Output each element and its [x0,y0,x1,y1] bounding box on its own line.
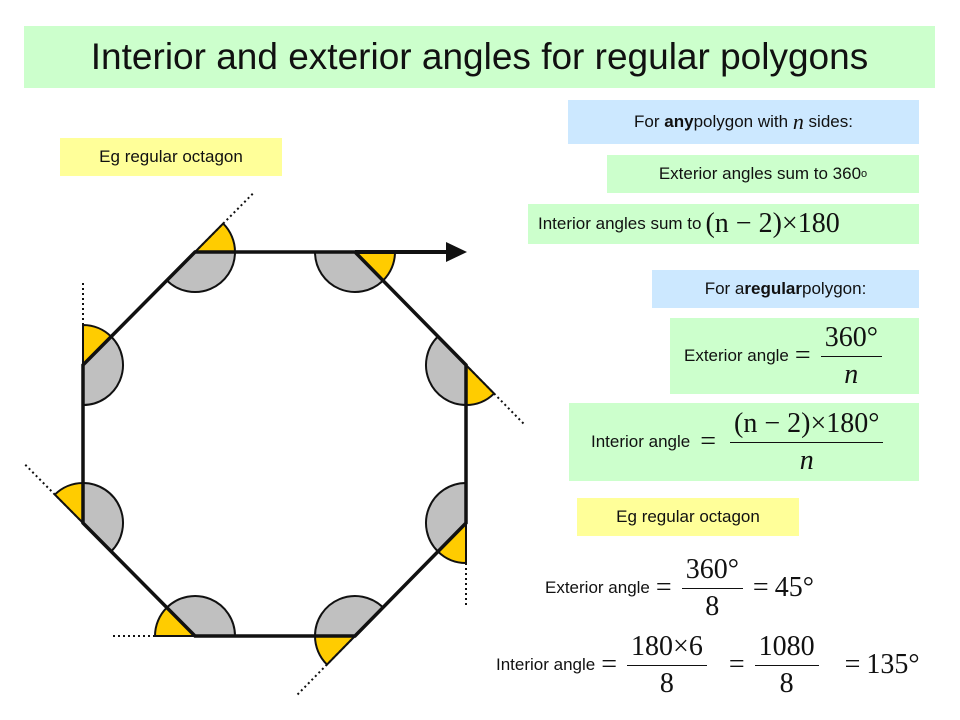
page-title: Interior and exterior angles for regular… [24,26,935,88]
example-interior-fraction2: 1080 8 [754,631,819,700]
interior-sum-formula: (n − 2)×180 [705,208,840,239]
regular-polygon-box: For a regular polygon: [652,270,919,308]
interior-angle-wedge [82,481,124,553]
example-exterior-label: Exterior angle [545,578,650,597]
example-interior-num1: 180×6 [627,631,707,666]
interior-formula-denominator: n [799,444,814,476]
example-label: Eg regular octagon [60,138,282,176]
side-extension-dotted [24,464,84,524]
regular-polygon-bold: regular [744,279,803,298]
example-interior-den2: 8 [779,667,794,699]
example-interior-fraction1: 180×6 8 [627,631,707,700]
example-interior-label: Interior angle [496,655,596,674]
side-extension-dotted [296,635,356,696]
any-polygon-prefix: For [634,112,660,131]
example-interior-result: 135° [866,649,920,680]
side-extension-dotted [465,364,525,425]
interior-angle-wedge [425,481,467,553]
exterior-angle-wedge [192,222,237,253]
exterior-formula-numerator: 360° [820,322,882,357]
any-polygon-middle: polygon with [693,112,789,131]
example-exterior-eq2: = [752,572,769,603]
example-interior-den1: 8 [659,667,674,699]
any-polygon-box: For any polygon with n sides: [568,100,919,144]
exterior-formula-eq: = [794,340,811,371]
example-exterior-result: 45° [774,572,814,603]
side-extension-dotted [194,193,254,253]
example-interior-eq2: = [728,649,745,680]
interior-angle-wedge [82,335,124,407]
example-exterior-eq1: = [655,572,672,603]
example-exterior-numerator: 360° [681,554,743,589]
example-exterior-row: Exterior angle = 360° 8 = 45° [545,554,814,623]
any-polygon-bold: any [664,112,694,131]
exterior-angle-wedge [465,362,496,407]
interior-angle-wedge [165,595,237,637]
interior-angle-wedge [165,251,237,293]
interior-formula-numerator: (n − 2)×180° [730,408,884,443]
extension-arrow-head [446,242,467,262]
regular-polygon-suffix: polygon: [802,279,867,298]
interior-formula-label: Interior angle [591,432,691,451]
exterior-sum-sup: o [861,168,868,180]
example-interior-num2: 1080 [754,631,819,666]
exterior-sum-text: Exterior angles sum to 360 [658,164,862,183]
exterior-formula-box: Exterior angle = 360° n [670,318,919,394]
exterior-angle-wedge [53,481,84,526]
interior-formula-eq: = [700,426,717,457]
example2-label: Eg regular octagon [577,498,799,536]
interior-sum-box: Interior angles sum to(n − 2)×180 [528,204,919,244]
exterior-angle-wedge [313,635,358,666]
any-polygon-suffix: sides: [808,112,853,131]
interior-angle-wedge [313,251,385,293]
interior-formula-fraction: (n − 2)×180° n [730,408,884,477]
any-polygon-n: n [792,109,804,134]
regular-polygon-prefix: For a [704,279,745,298]
exterior-formula-fraction: 360° n [820,322,882,391]
octagon-shape [81,250,468,638]
example-interior-eq3: = [844,649,861,680]
exterior-formula-label: Exterior angle [684,346,789,365]
example-interior-eq1: = [601,649,618,680]
interior-formula-box: Interior angle = (n − 2)×180° n [569,403,919,481]
exterior-formula-denominator: n [844,358,859,390]
interior-angle-wedge [425,335,467,407]
example-exterior-fraction: 360° 8 [681,554,743,623]
example-exterior-denominator: 8 [705,590,720,622]
interior-sum-text: Interior angles sum to [538,214,702,233]
example-interior-row: Interior angle = 180×6 8 = 1080 8 = 135° [496,631,920,700]
interior-angle-wedge [313,595,385,637]
